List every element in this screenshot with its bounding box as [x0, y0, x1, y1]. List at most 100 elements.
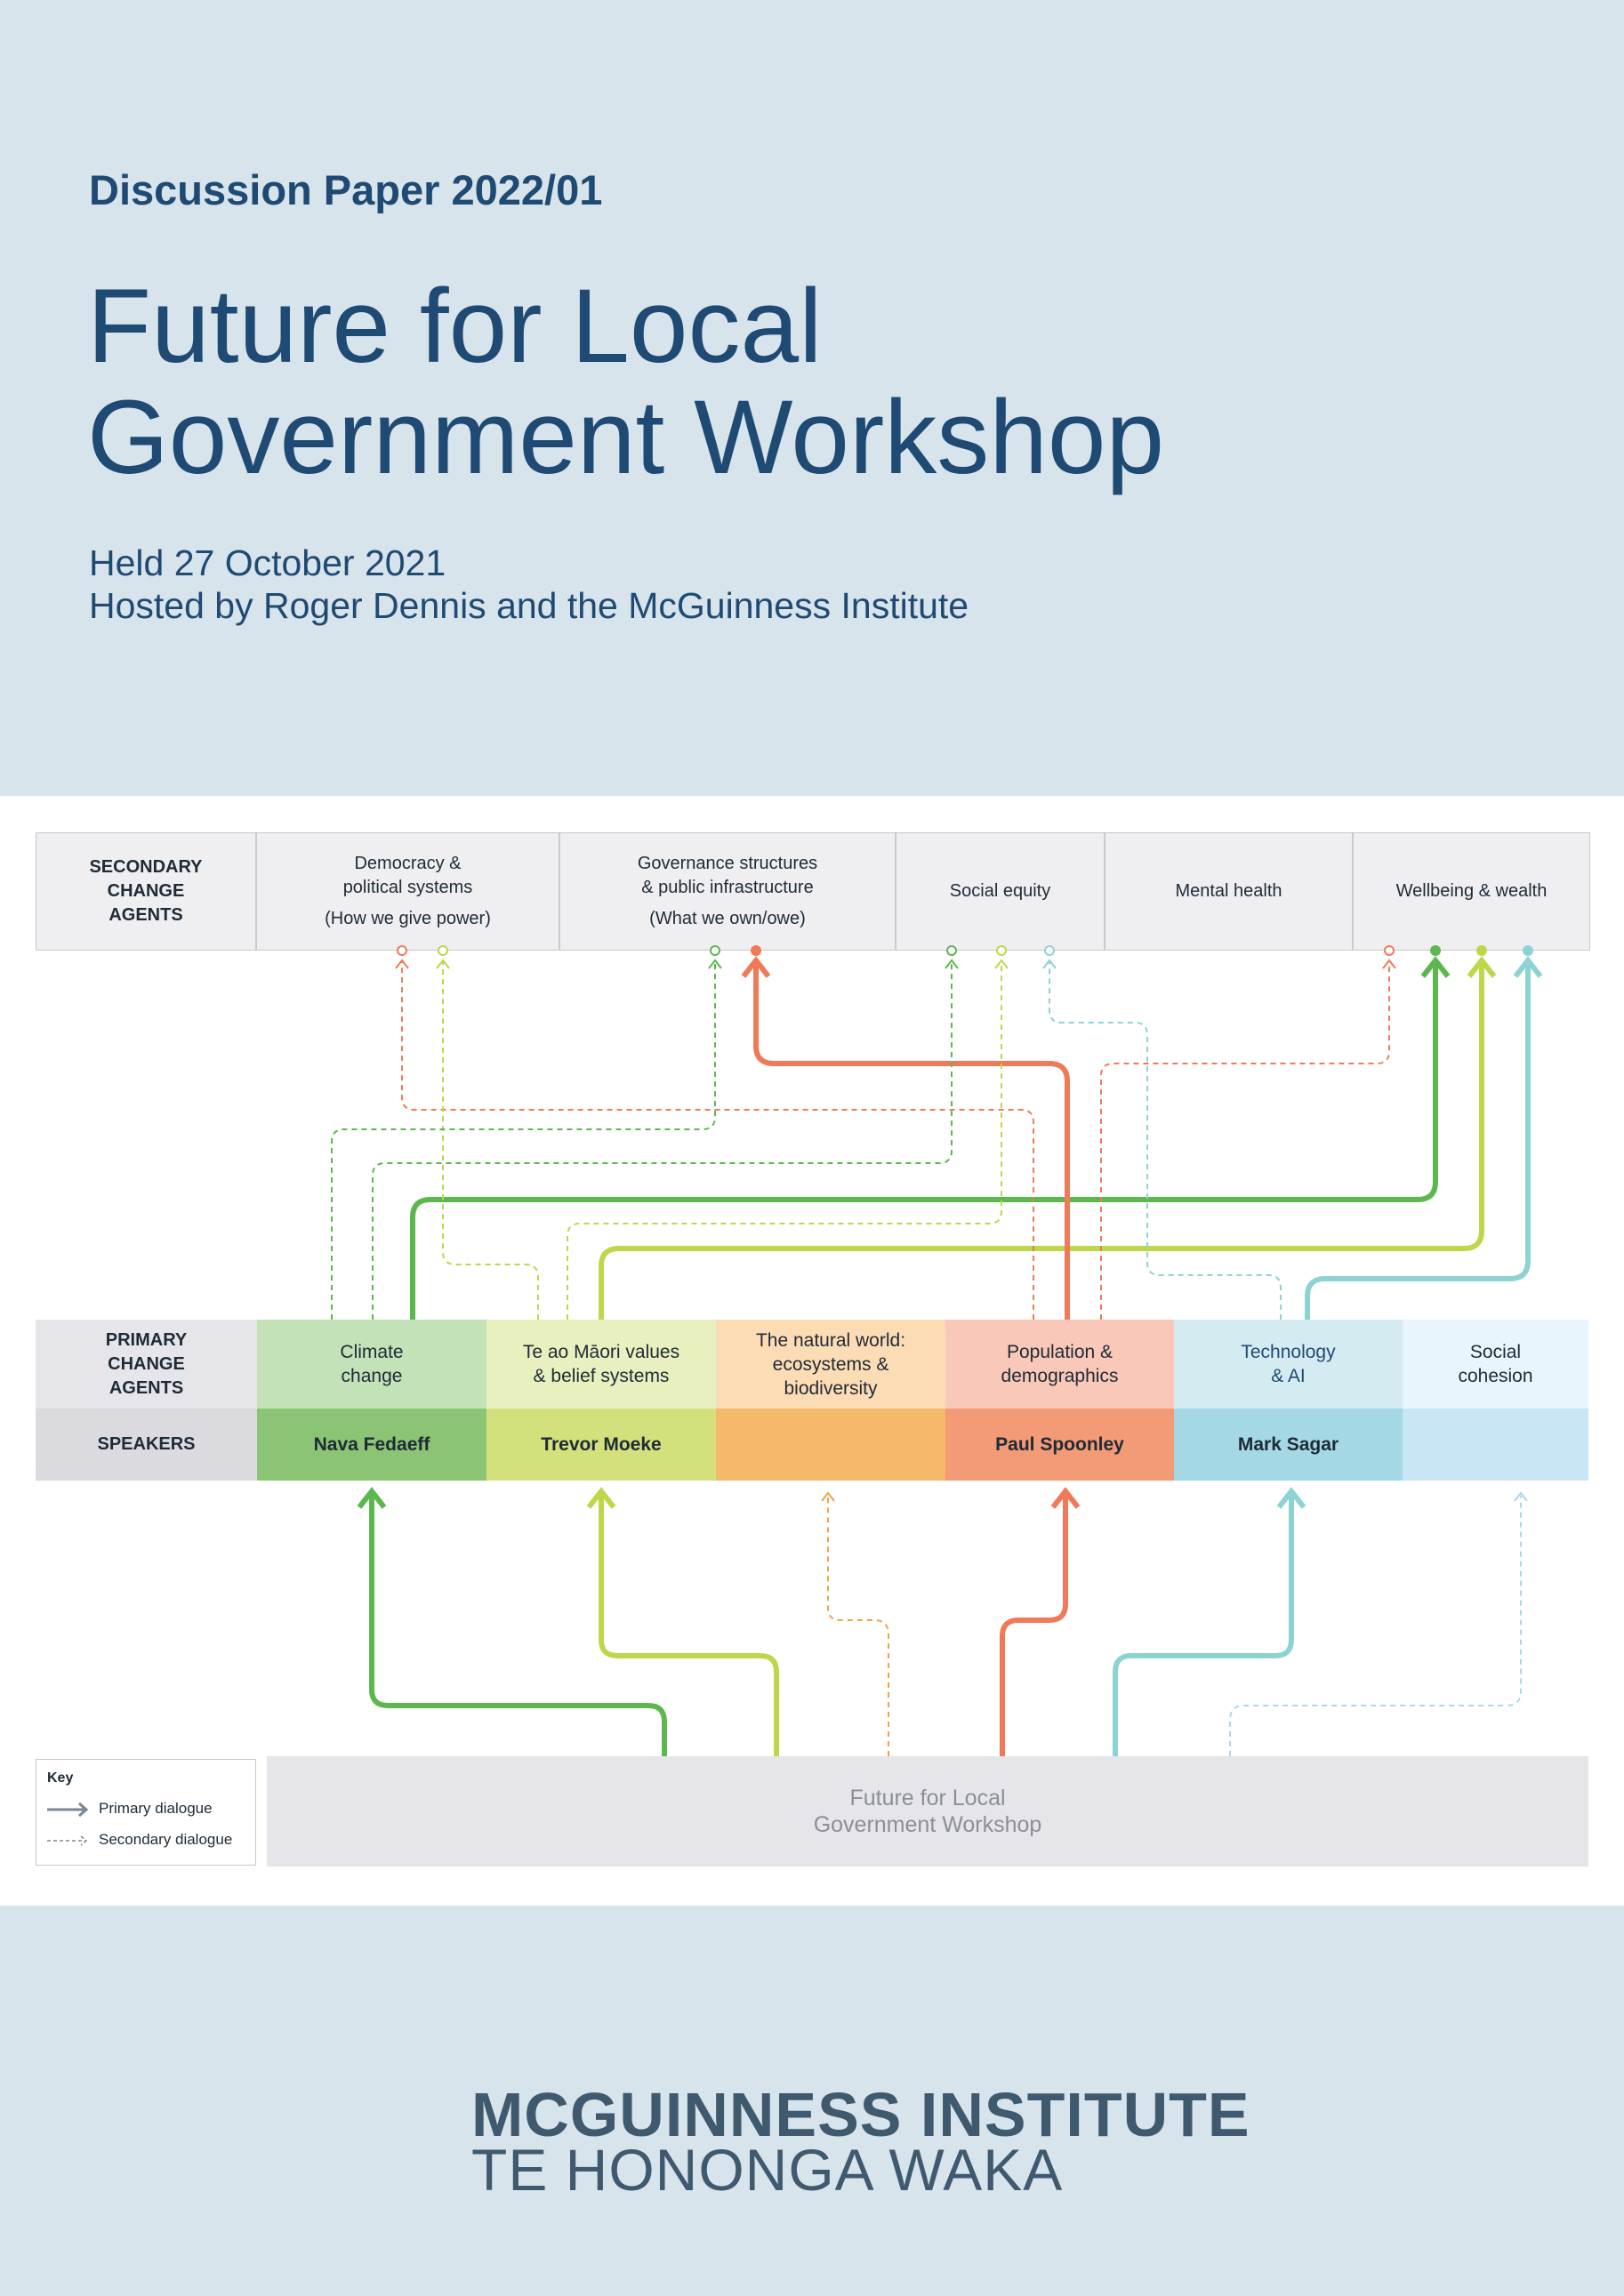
speaker-technology: Mark Sagar: [1174, 1409, 1403, 1481]
primary-agent-line: Te ao Māori values: [522, 1342, 680, 1362]
primary-agent-technology: Technology & AI: [1174, 1320, 1403, 1409]
workshop-line-1: Future for Local: [849, 1786, 1006, 1810]
population-to-democracy-arrowhead: [395, 959, 409, 969]
workshop-to-social-cohesion-arrowhead: [1514, 1491, 1528, 1502]
key-title: Key: [47, 1770, 74, 1786]
population-to-governance: [753, 965, 1070, 1320]
climate-to-social-equity-arrowhead: [945, 959, 959, 969]
speakers-label: SPEAKERS: [36, 1409, 257, 1481]
speaker-social-cohesion: [1403, 1409, 1588, 1481]
primary-agent-line: change: [341, 1366, 403, 1386]
workshop-to-natural-world: [827, 1496, 889, 1756]
primary-agent-line: Social: [1469, 1342, 1522, 1362]
agent-line: Democracy &: [354, 854, 462, 873]
agent-line: Governance structures: [637, 854, 818, 873]
climate-to-governance-arrowhead: [708, 959, 722, 969]
te-ao-maori-to-wellbeing-arrowhead: [1467, 956, 1497, 978]
held-date: Held 27 October 2021: [89, 542, 446, 583]
wellbeing-node-teal: [1523, 945, 1533, 956]
workshop-box: Future for Local Government Workshop: [267, 1756, 1588, 1867]
technology-to-social-equity: [1049, 962, 1282, 1320]
wellbeing-node-coral: [1384, 945, 1395, 956]
primary-agent-natural-world: The natural world:ecosystems &biodiversi…: [716, 1320, 945, 1409]
secondary-label-line: AGENTS: [109, 905, 183, 925]
key-secondary-label: Secondary dialogue: [99, 1831, 233, 1848]
secondary-agent-wellbeing: Wellbeing & wealth: [1353, 832, 1590, 951]
primary-agent-line: The natural world:: [755, 1329, 906, 1351]
primary-label: PRIMARY CHANGE AGENTS: [36, 1320, 257, 1409]
secondary-label-line: CHANGE: [107, 881, 185, 901]
te-ao-maori-to-social-equity-arrowhead: [994, 959, 1009, 969]
header-band: Discussion Paper 2022/01 Future for Loca…: [0, 0, 1624, 796]
key-primary-label: Primary dialogue: [99, 1800, 213, 1817]
social-equity-node-green: [946, 945, 957, 956]
agent-line: & public infrastructure: [641, 878, 814, 897]
te-ao-maori-to-democracy: [442, 962, 539, 1320]
primary-agent-line: Technology: [1241, 1342, 1336, 1362]
climate-to-wellbeing: [410, 965, 1438, 1320]
title-line-1: Future for Local: [87, 268, 823, 385]
primary-agent-line: ecosystems &: [772, 1353, 889, 1375]
population-to-governance-arrowhead: [741, 956, 771, 978]
workshop-line-2: Government Workshop: [813, 1812, 1042, 1837]
secondary-agent-democracy: Democracy & political systems (How we gi…: [256, 832, 559, 951]
democracy-node-lime: [438, 945, 448, 956]
workshop-to-technology: [1113, 1496, 1294, 1756]
footer-band: [0, 1906, 1624, 2296]
secondary-agent-mental-health: Mental health: [1105, 832, 1353, 951]
primary-agent-line: demographics: [1001, 1366, 1119, 1386]
secondary-agent-governance: Governance structures & public infrastru…: [559, 832, 896, 951]
workshop-to-climate: [369, 1496, 667, 1756]
title-line-2: Government Workshop: [87, 379, 1165, 496]
hosted-by: Hosted by Roger Dennis and the McGuinnes…: [89, 585, 969, 626]
primary-agent-population: Population & demographics: [945, 1320, 1174, 1409]
workshop-to-natural-world-arrowhead: [821, 1491, 835, 1502]
secondary-dialogue-arrow-icon: [47, 1835, 88, 1846]
primary-agent-text: Population & demographics: [1001, 1340, 1119, 1388]
agent-line: political systems: [342, 878, 473, 897]
workshop-to-te-ao-maori-arrowhead: [586, 1487, 616, 1509]
secondary-label-line: SECONDARY: [89, 857, 203, 877]
technology-to-social-equity-arrowhead: [1042, 959, 1057, 969]
te-ao-maori-to-social-equity: [567, 962, 1002, 1320]
workshop-to-population: [1000, 1496, 1068, 1756]
governance-node-green: [710, 945, 720, 956]
primary-agent-te-ao-maori: Te ao Māori values & belief systems: [486, 1320, 716, 1409]
primary-label-line: AGENTS: [109, 1377, 184, 1398]
workshop-to-population-arrowhead: [1050, 1487, 1081, 1509]
speaker-te-ao-maori: Trevor Moeke: [486, 1409, 716, 1481]
speaker-climate-change: Nava Fedaeff: [257, 1409, 486, 1481]
primary-agent-text: Te ao Māori values & belief systems: [523, 1340, 679, 1388]
primary-agent-text: The natural world:ecosystems &biodiversi…: [756, 1329, 905, 1401]
climate-to-social-equity: [372, 962, 953, 1320]
workshop-to-social-cohesion: [1229, 1496, 1522, 1756]
technology-to-wellbeing: [1305, 965, 1531, 1320]
primary-agent-line: & AI: [1271, 1366, 1306, 1386]
secondary-label: SECONDARY CHANGE AGENTS: [36, 832, 256, 951]
social-equity-node-teal: [1044, 945, 1055, 956]
key-swatches: [47, 1802, 89, 1846]
te-ao-maori-to-democracy-arrowhead: [436, 959, 450, 969]
primary-agent-line: biodiversity: [784, 1377, 878, 1399]
agent-line: Wellbeing & wealth: [1395, 881, 1548, 901]
population-to-wellbeing: [1100, 962, 1390, 1320]
paper-number: Discussion Paper 2022/01: [89, 166, 603, 213]
workshop-to-climate-arrowhead: [357, 1487, 387, 1509]
agent-subline: (What we own/owe): [649, 909, 806, 928]
primary-agent-line: Population &: [1006, 1342, 1113, 1362]
population-to-wellbeing-arrowhead: [1382, 959, 1396, 969]
climate-to-governance: [331, 962, 716, 1320]
primary-agent-line: & belief systems: [533, 1366, 670, 1386]
wellbeing-node-lime: [1476, 945, 1487, 956]
institute-logo-line-1: MCGUINNESS INSTITUTE: [471, 2080, 1250, 2149]
agent-subline: (How we give power): [325, 909, 491, 928]
speaker-population: Paul Spoonley: [945, 1409, 1174, 1481]
wellbeing-node-green: [1430, 945, 1441, 956]
primary-agent-text: Technology & AI: [1241, 1340, 1335, 1388]
secondary-agent-social-equity: Social equity: [896, 832, 1105, 951]
